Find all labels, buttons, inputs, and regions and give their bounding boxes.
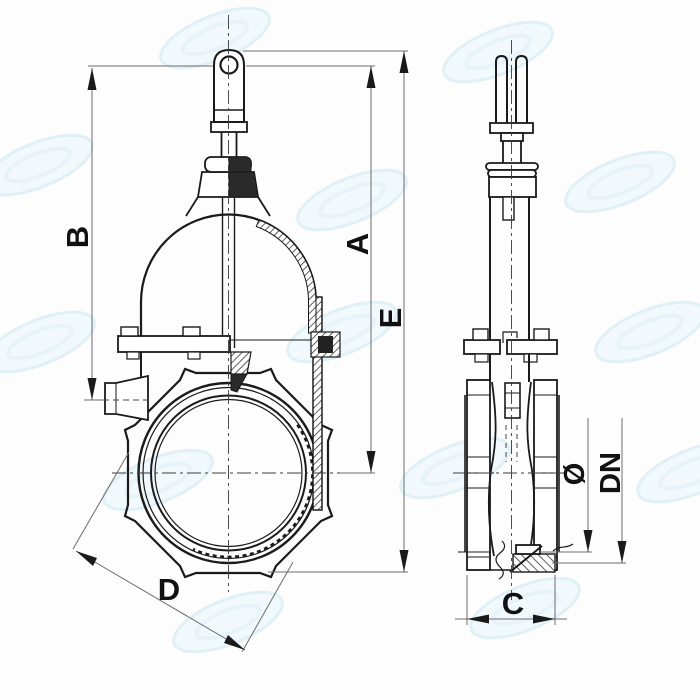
stem-rod bbox=[220, 131, 238, 158]
arrowhead bbox=[399, 51, 409, 73]
arrowhead bbox=[224, 635, 245, 650]
side-view bbox=[453, 40, 574, 600]
front-centerlines bbox=[112, 15, 375, 592]
gate-section-hatch bbox=[312, 296, 323, 511]
dimension-label-b: B bbox=[60, 226, 95, 248]
side-body-tube bbox=[487, 381, 536, 571]
side-dimensions bbox=[455, 418, 627, 625]
side-bolt-left bbox=[472, 328, 489, 341]
seat-ring-section-dashed bbox=[192, 424, 314, 559]
dimension-DN bbox=[552, 418, 627, 564]
seat-section bbox=[495, 540, 574, 580]
side-bolt-tail-left bbox=[474, 353, 489, 363]
side-centerlines bbox=[453, 40, 567, 600]
dimension-diameter bbox=[540, 418, 593, 553]
gate-window bbox=[504, 382, 521, 419]
dimension-E bbox=[243, 50, 409, 573]
clevis-eye-hole bbox=[219, 55, 239, 75]
dimension-label-a: A bbox=[340, 233, 375, 255]
dimension-label-c: C bbox=[502, 586, 524, 621]
arrowhead bbox=[617, 541, 627, 563]
arrowhead bbox=[87, 378, 97, 400]
gland-block bbox=[488, 176, 537, 198]
arrowhead bbox=[583, 530, 593, 552]
bonnet-tube bbox=[489, 196, 530, 340]
side-stem-stack bbox=[485, 132, 539, 198]
front-view bbox=[103, 15, 375, 592]
seat-ring bbox=[515, 544, 541, 555]
dimension-label-e: E bbox=[373, 308, 408, 329]
arrowhead bbox=[467, 614, 489, 624]
stem-lower bbox=[221, 197, 236, 348]
arrowhead bbox=[399, 550, 409, 572]
flange-bolt-left bbox=[120, 326, 139, 337]
arrowhead bbox=[366, 66, 376, 88]
break-line bbox=[495, 540, 506, 580]
brand-watermarks bbox=[0, 6, 700, 654]
dimension-labels: B A E D C Ø DN bbox=[60, 226, 627, 621]
neck-flare bbox=[185, 196, 271, 217]
break-line bbox=[552, 543, 574, 552]
flange-bolt-right bbox=[182, 326, 201, 337]
dimension-label-d: D bbox=[158, 572, 180, 607]
arrowhead bbox=[533, 614, 555, 624]
stem-washer bbox=[485, 162, 539, 171]
gate-nut-section bbox=[230, 351, 252, 393]
bonnet-flange bbox=[117, 326, 341, 360]
stem-upper-assembly bbox=[185, 48, 271, 217]
gate-notch bbox=[502, 331, 518, 343]
dimension-C bbox=[455, 575, 567, 625]
arrowhead bbox=[366, 451, 376, 473]
side-bonnet-flange bbox=[463, 328, 558, 382]
side-boss bbox=[103, 374, 150, 422]
arrowhead bbox=[76, 551, 97, 566]
side-flange-strips bbox=[458, 379, 566, 571]
side-bolt-tail-right bbox=[523, 353, 538, 363]
dimension-B bbox=[84, 65, 213, 401]
dimension-A bbox=[246, 65, 376, 474]
arrowhead bbox=[87, 68, 97, 90]
stem-collar bbox=[210, 121, 248, 133]
flange-tab-right bbox=[187, 351, 201, 360]
stem-washer bbox=[487, 169, 537, 178]
stem-guide-slot bbox=[502, 196, 515, 221]
bonnet-section-hatch bbox=[255, 219, 317, 334]
front-dimensions bbox=[72, 50, 409, 653]
dimension-D bbox=[72, 451, 294, 653]
dimension-label-dn: DN bbox=[595, 452, 627, 494]
side-bolt-right bbox=[533, 328, 550, 341]
flange-tab-left bbox=[126, 351, 140, 360]
dimension-label-diameter: Ø bbox=[559, 463, 591, 486]
